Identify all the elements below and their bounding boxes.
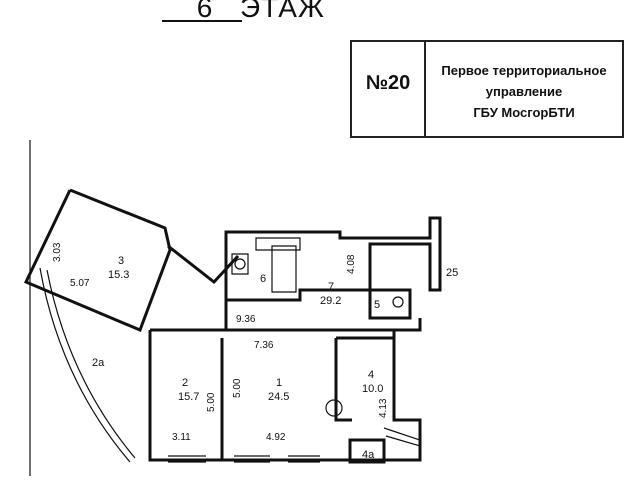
upper-block-walls	[224, 216, 442, 302]
dim-room1-height: 5.00	[232, 378, 243, 398]
room3-number: 3	[118, 255, 124, 267]
room6-sink	[231, 253, 249, 275]
room5-walls	[368, 288, 412, 320]
room6-fixture-tub	[271, 245, 297, 293]
room4-area: 10.0	[362, 383, 383, 395]
room7-area: 29.2	[320, 295, 341, 307]
dim-room3-side: 3.03	[52, 242, 63, 262]
stamp-org-line-1: Первое территориальное	[441, 63, 607, 78]
balcony-outer-arc	[39, 267, 131, 463]
dim-room1-top: 7.36	[254, 340, 274, 351]
corridor-wall	[150, 318, 422, 332]
room2a-number: 2a	[92, 357, 105, 369]
floor-number-underline	[162, 20, 242, 22]
window-room1	[234, 455, 270, 463]
dim-corridor-width: 9.36	[236, 314, 256, 325]
room4-number: 4	[368, 369, 374, 381]
room1-area: 24.5	[268, 391, 289, 403]
room3-connector	[167, 244, 240, 285]
room5-fixture	[392, 296, 404, 308]
room6-number: 6	[260, 273, 266, 285]
balcony-inner-arc	[46, 269, 136, 459]
stamp-org-line-3: ГБУ МосгорБТИ	[473, 105, 575, 120]
room6-fixture-top	[255, 237, 301, 251]
bti-stamp: №20 Первое территориальное управление ГБ…	[350, 40, 624, 138]
room2-area: 15.7	[178, 391, 199, 403]
floor-title: 6 ЭТАЖ	[150, 0, 390, 26]
window-room2	[168, 455, 206, 463]
room1-column	[325, 399, 343, 417]
stamp-organization: Первое территориальное управление ГБУ Мо…	[430, 60, 618, 123]
dim-room4-height: 4.13	[378, 398, 389, 418]
stamp-number: №20	[365, 72, 411, 94]
room5-number: 5	[374, 299, 380, 311]
room1-room4-partition	[334, 338, 352, 422]
room4a-balcony	[383, 427, 421, 447]
room3-area: 15.3	[108, 269, 129, 281]
room1-number: 1	[276, 377, 282, 389]
room6-toilet	[234, 258, 246, 270]
stamp-org-line-2: управление	[485, 84, 563, 99]
room25-number: 25	[446, 267, 458, 279]
floor-number: 6	[196, 0, 214, 23]
dim-room3-bottom: 5.07	[70, 278, 90, 289]
window-room1-b	[288, 455, 320, 463]
dim-room2-height: 5.00	[206, 392, 217, 412]
dim-room7-height: 4.08	[346, 254, 357, 274]
room2-number: 2	[182, 377, 188, 389]
room4a-walls	[348, 438, 386, 464]
dim-room1-width: 4.92	[266, 432, 286, 443]
dim-room2-width: 3.11	[172, 432, 191, 443]
room4a-number: 4a	[362, 449, 375, 461]
floor-word: ЭТАЖ	[240, 0, 325, 23]
room7-number: 7	[328, 281, 334, 293]
room3-walls	[23, 188, 172, 332]
stamp-divider	[424, 42, 426, 136]
